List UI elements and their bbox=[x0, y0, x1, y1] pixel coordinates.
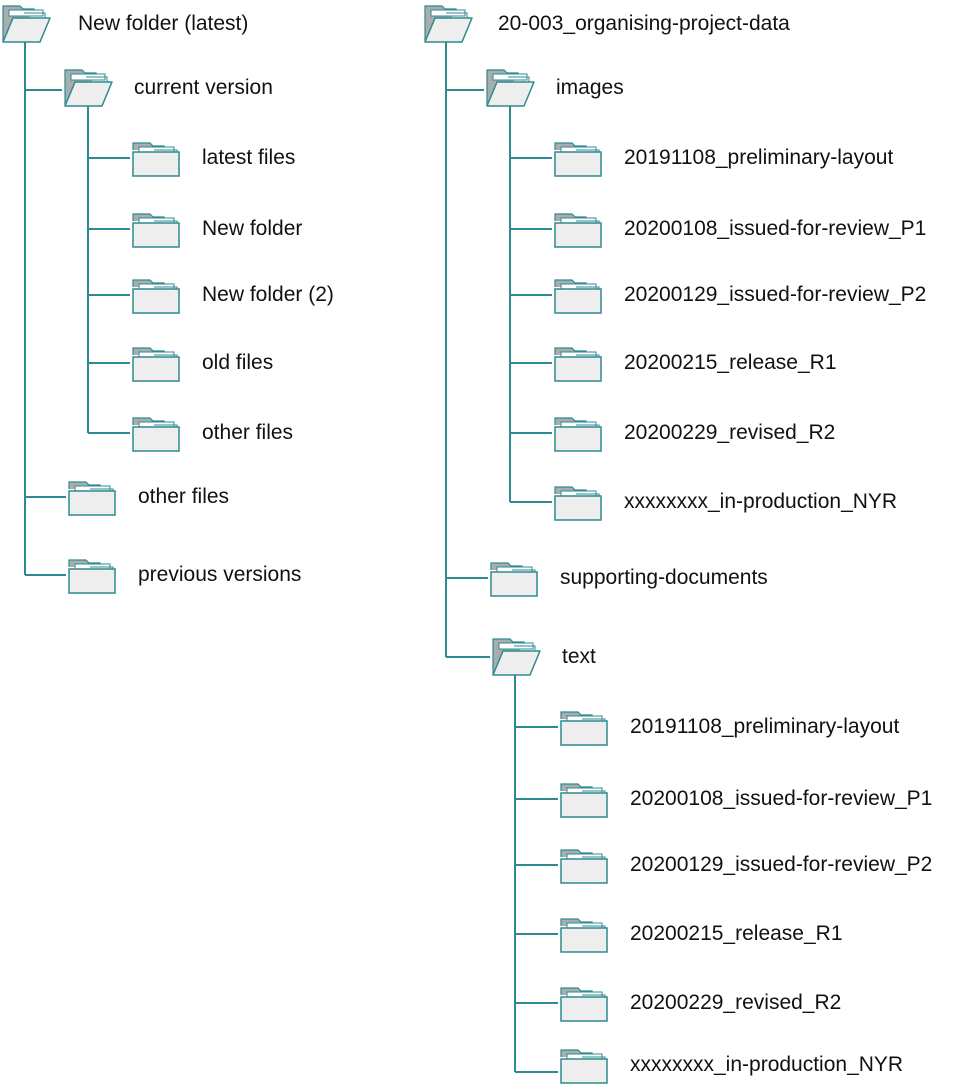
folder-label: 20191108_preliminary-layout bbox=[630, 715, 900, 738]
supporting-documents-node[interactable]: supporting-documents bbox=[488, 556, 768, 600]
folder-icon bbox=[130, 411, 182, 455]
folder-icon bbox=[558, 981, 610, 1025]
folder-label: 20191108_preliminary-layout bbox=[624, 146, 894, 169]
text-child-5[interactable]: xxxxxxxx_in-production_NYR bbox=[558, 1043, 903, 1087]
folder-icon bbox=[552, 136, 604, 180]
images-child-5[interactable]: xxxxxxxx_in-production_NYR bbox=[552, 480, 897, 524]
folder-label: New folder (2) bbox=[202, 283, 334, 306]
folder-label: New folder bbox=[202, 217, 303, 240]
folder-icon bbox=[552, 411, 604, 455]
folder-label: 20200215_release_R1 bbox=[624, 351, 837, 374]
images-child-2[interactable]: 20200129_issued-for-review_P2 bbox=[552, 273, 926, 317]
folder-icon bbox=[488, 556, 540, 600]
folder-icon bbox=[130, 207, 182, 251]
folder-icon bbox=[552, 480, 604, 524]
text-child-4[interactable]: 20200229_revised_R2 bbox=[558, 981, 841, 1025]
folder-open-icon bbox=[490, 635, 542, 679]
folder-label: other files bbox=[202, 421, 294, 444]
folder-open-icon bbox=[62, 66, 114, 110]
folder-icon bbox=[558, 843, 610, 887]
folder-icon bbox=[130, 136, 182, 180]
current-child-2[interactable]: New folder (2) bbox=[130, 273, 334, 317]
right-root-node[interactable]: 20-003_organising-project-data bbox=[422, 2, 790, 46]
folder-label: 20200129_issued-for-review_P2 bbox=[624, 283, 927, 306]
current-child-0[interactable]: latest files bbox=[130, 136, 295, 180]
folder-icon bbox=[558, 1043, 610, 1087]
current-child-1[interactable]: New folder bbox=[130, 207, 302, 251]
text-child-0[interactable]: 20191108_preliminary-layout bbox=[558, 705, 899, 749]
folder-label: 20200229_revised_R2 bbox=[624, 421, 836, 444]
folder-open-icon bbox=[422, 2, 474, 46]
images-label: images bbox=[556, 76, 624, 99]
current-child-4[interactable]: other files bbox=[130, 411, 293, 455]
folder-label: 20200108_issued-for-review_P1 bbox=[624, 217, 927, 240]
folder-icon bbox=[552, 341, 604, 385]
folder-label: xxxxxxxx_in-production_NYR bbox=[624, 490, 898, 513]
left-root-node[interactable]: New folder (latest) bbox=[0, 2, 248, 46]
supporting-documents-label: supporting-documents bbox=[560, 566, 768, 589]
folder-open-icon bbox=[0, 2, 52, 46]
folder-open-icon bbox=[484, 66, 536, 110]
folder-icon bbox=[558, 777, 610, 821]
images-child-1[interactable]: 20200108_issued-for-review_P1 bbox=[552, 207, 926, 251]
current-child-3[interactable]: old files bbox=[130, 341, 273, 385]
images-child-3[interactable]: 20200215_release_R1 bbox=[552, 341, 837, 385]
text-child-3[interactable]: 20200215_release_R1 bbox=[558, 912, 843, 956]
images-child-0[interactable]: 20191108_preliminary-layout bbox=[552, 136, 893, 180]
text-node[interactable]: text bbox=[490, 635, 596, 679]
folder-icon bbox=[552, 273, 604, 317]
folder-label: 20200229_revised_R2 bbox=[630, 991, 842, 1014]
current-version-label: current version bbox=[134, 76, 273, 99]
text-label: text bbox=[562, 645, 596, 668]
folder-label: 20200129_issued-for-review_P2 bbox=[630, 853, 933, 876]
folder-icon bbox=[130, 273, 182, 317]
previous-versions-node[interactable]: previous versions bbox=[66, 553, 301, 597]
folder-icon bbox=[66, 475, 118, 519]
other-files-node[interactable]: other files bbox=[66, 475, 229, 519]
other-files-label: other files bbox=[138, 485, 230, 508]
right-root-label: 20-003_organising-project-data bbox=[498, 12, 790, 35]
text-child-1[interactable]: 20200108_issued-for-review_P1 bbox=[558, 777, 932, 821]
folder-icon bbox=[66, 553, 118, 597]
folder-icon bbox=[552, 207, 604, 251]
text-child-2[interactable]: 20200129_issued-for-review_P2 bbox=[558, 843, 932, 887]
folder-label: 20200108_issued-for-review_P1 bbox=[630, 787, 933, 810]
images-child-4[interactable]: 20200229_revised_R2 bbox=[552, 411, 835, 455]
left-root-label: New folder (latest) bbox=[78, 12, 249, 35]
folder-label: xxxxxxxx_in-production_NYR bbox=[630, 1053, 904, 1076]
current-version-node[interactable]: current version bbox=[62, 66, 273, 110]
folder-label: 20200215_release_R1 bbox=[630, 922, 843, 945]
folder-label: old files bbox=[202, 351, 274, 374]
images-node[interactable]: images bbox=[484, 66, 624, 110]
folder-label: latest files bbox=[202, 146, 296, 169]
folder-icon bbox=[558, 705, 610, 749]
folder-icon bbox=[558, 912, 610, 956]
folder-icon bbox=[130, 341, 182, 385]
previous-versions-label: previous versions bbox=[138, 563, 302, 586]
